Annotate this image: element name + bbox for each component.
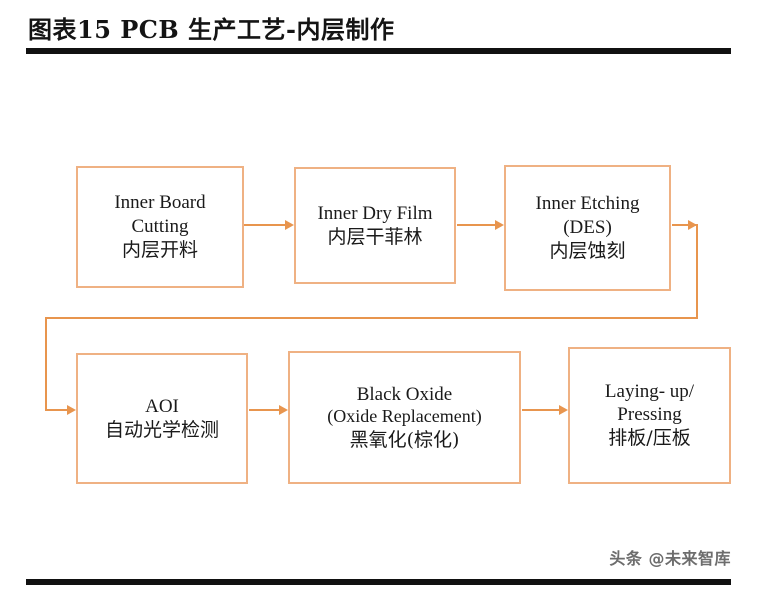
node-line-en-2: Pressing xyxy=(617,404,682,426)
node-line-cn: 内层干菲林 xyxy=(327,225,423,248)
node-line-en-2: Cutting xyxy=(131,215,189,237)
flow-node-inner-etching[interactable]: Inner Etching (DES) 内层蚀刻 xyxy=(504,165,671,291)
node-line-en-2: (Oxide Replacement) xyxy=(327,405,482,426)
page-title: 图表15 PCB 生产工艺-内层制作 xyxy=(28,15,395,44)
connector-etching-to-aoi-seg2 xyxy=(696,224,698,319)
footer-divider xyxy=(26,579,731,585)
arrowhead-icon xyxy=(279,405,288,415)
flow-node-inner-dry-film[interactable]: Inner Dry Film 内层干菲林 xyxy=(294,167,456,284)
arrowhead-icon xyxy=(285,220,294,230)
arrowhead-icon xyxy=(559,405,568,415)
node-line-en-1: Inner Board xyxy=(114,192,206,214)
connector-blackoxide-to-layingup xyxy=(522,409,560,411)
node-line-cn: 黑氧化(棕化) xyxy=(349,428,460,451)
flow-node-aoi[interactable]: AOI 自动光学检测 xyxy=(76,353,248,484)
arrowhead-icon xyxy=(67,405,76,415)
node-line-cn: 内层蚀刻 xyxy=(549,239,626,262)
connector-etching-to-aoi-seg3 xyxy=(45,317,698,319)
connector-aoi-to-blackoxide xyxy=(249,409,280,411)
header-divider xyxy=(26,48,731,54)
connector-cutting-to-dryfilm xyxy=(244,224,286,226)
node-line-en-1: Laying- up/ xyxy=(604,380,695,402)
node-line-en-1: AOI xyxy=(145,395,179,417)
flow-node-black-oxide[interactable]: Black Oxide (Oxide Replacement) 黑氧化(棕化) xyxy=(288,351,521,484)
arrowhead-icon xyxy=(688,220,697,230)
arrowhead-icon xyxy=(495,220,504,230)
node-line-cn: 内层开料 xyxy=(121,238,198,261)
connector-etching-to-aoi-seg5 xyxy=(45,409,69,411)
connector-etching-to-aoi-seg4 xyxy=(45,317,47,411)
node-line-cn: 自动光学检测 xyxy=(104,418,219,441)
node-line-en-1: Black Oxide xyxy=(356,383,453,405)
node-line-cn: 排板/压板 xyxy=(608,427,691,450)
flow-node-inner-board-cutting[interactable]: Inner Board Cutting 内层开料 xyxy=(76,166,244,288)
node-line-en-1: Inner Etching xyxy=(535,193,640,215)
flow-node-laying-up-pressing[interactable]: Laying- up/ Pressing 排板/压板 xyxy=(568,347,731,484)
watermark-label: 头条 @未来智库 xyxy=(609,549,731,568)
node-line-en-2: (DES) xyxy=(563,216,612,238)
node-line-en-1: Inner Dry Film xyxy=(317,202,433,224)
connector-dryfilm-to-etching xyxy=(457,224,496,226)
connector-etching-to-aoi-seg1 xyxy=(672,224,697,226)
